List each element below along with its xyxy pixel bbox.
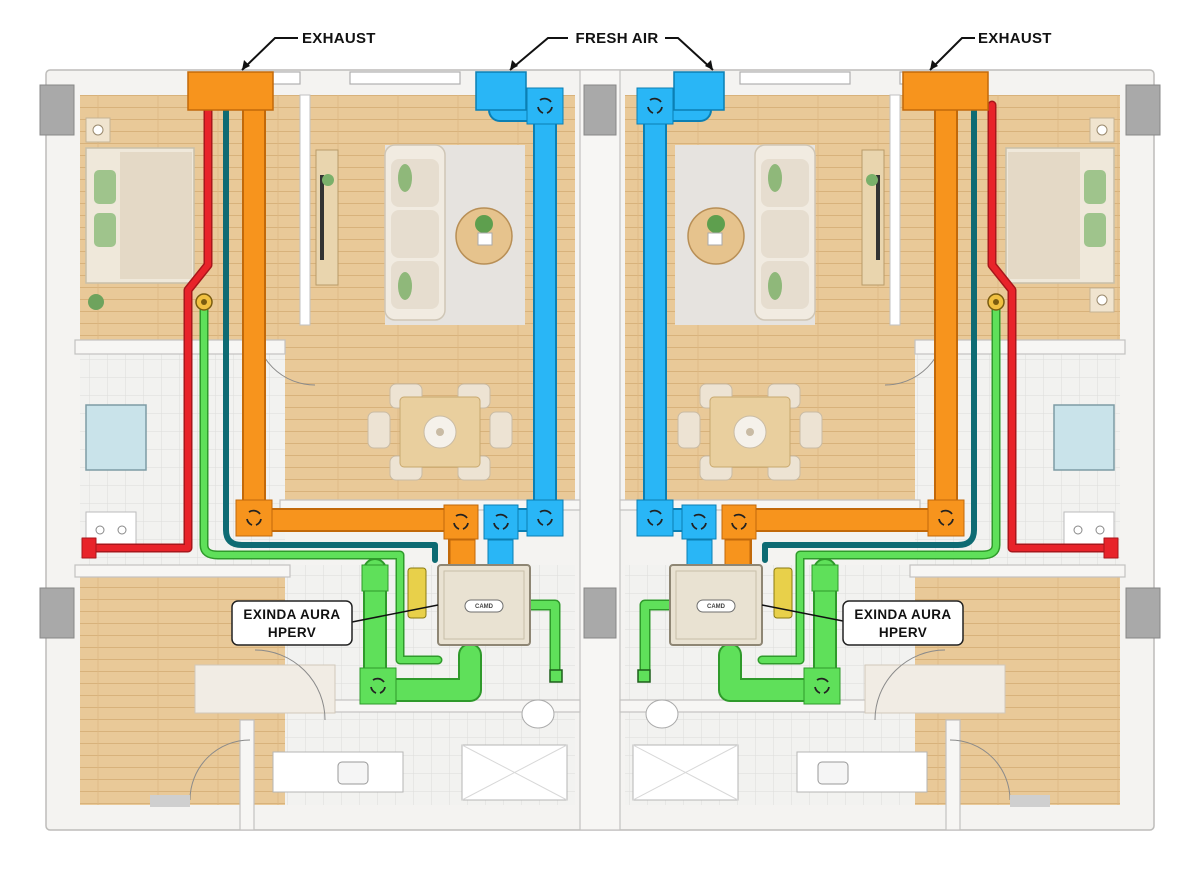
duct-heads-right: [636, 71, 989, 705]
hrv-brand-right: CAMD: [707, 604, 726, 610]
callout-exhaust-left: EXHAUST: [241, 30, 376, 71]
unit-label-right: EXINDA AURA HPERV: [761, 600, 964, 646]
unit-label-right-line2: HPERV: [879, 625, 927, 640]
furniture-right: [632, 94, 1115, 807]
furniture-left: [85, 94, 568, 807]
callout-fresh-air: FRESH AIR: [509, 30, 714, 71]
unit-label-left: EXINDA AURA HPERV: [231, 600, 439, 646]
unit-label-left-line2: HPERV: [268, 625, 316, 640]
unit-label-left-line1: EXINDA AURA: [243, 607, 340, 622]
unit-label-right-line1: EXINDA AURA: [854, 607, 951, 622]
label-exhaust-right: EXHAUST: [978, 30, 1052, 47]
label-fresh-air: FRESH AIR: [576, 30, 659, 47]
pillars: [39, 84, 1161, 639]
hrv-unit-right: CAMD: [669, 564, 793, 646]
label-exhaust-left: EXHAUST: [302, 30, 376, 47]
duct-heads-left: [187, 71, 564, 705]
hrv-brand-left: CAMD: [475, 604, 494, 610]
hrv-unit-left: CAMD: [407, 564, 531, 646]
callout-exhaust-right: EXHAUST: [929, 30, 1052, 71]
